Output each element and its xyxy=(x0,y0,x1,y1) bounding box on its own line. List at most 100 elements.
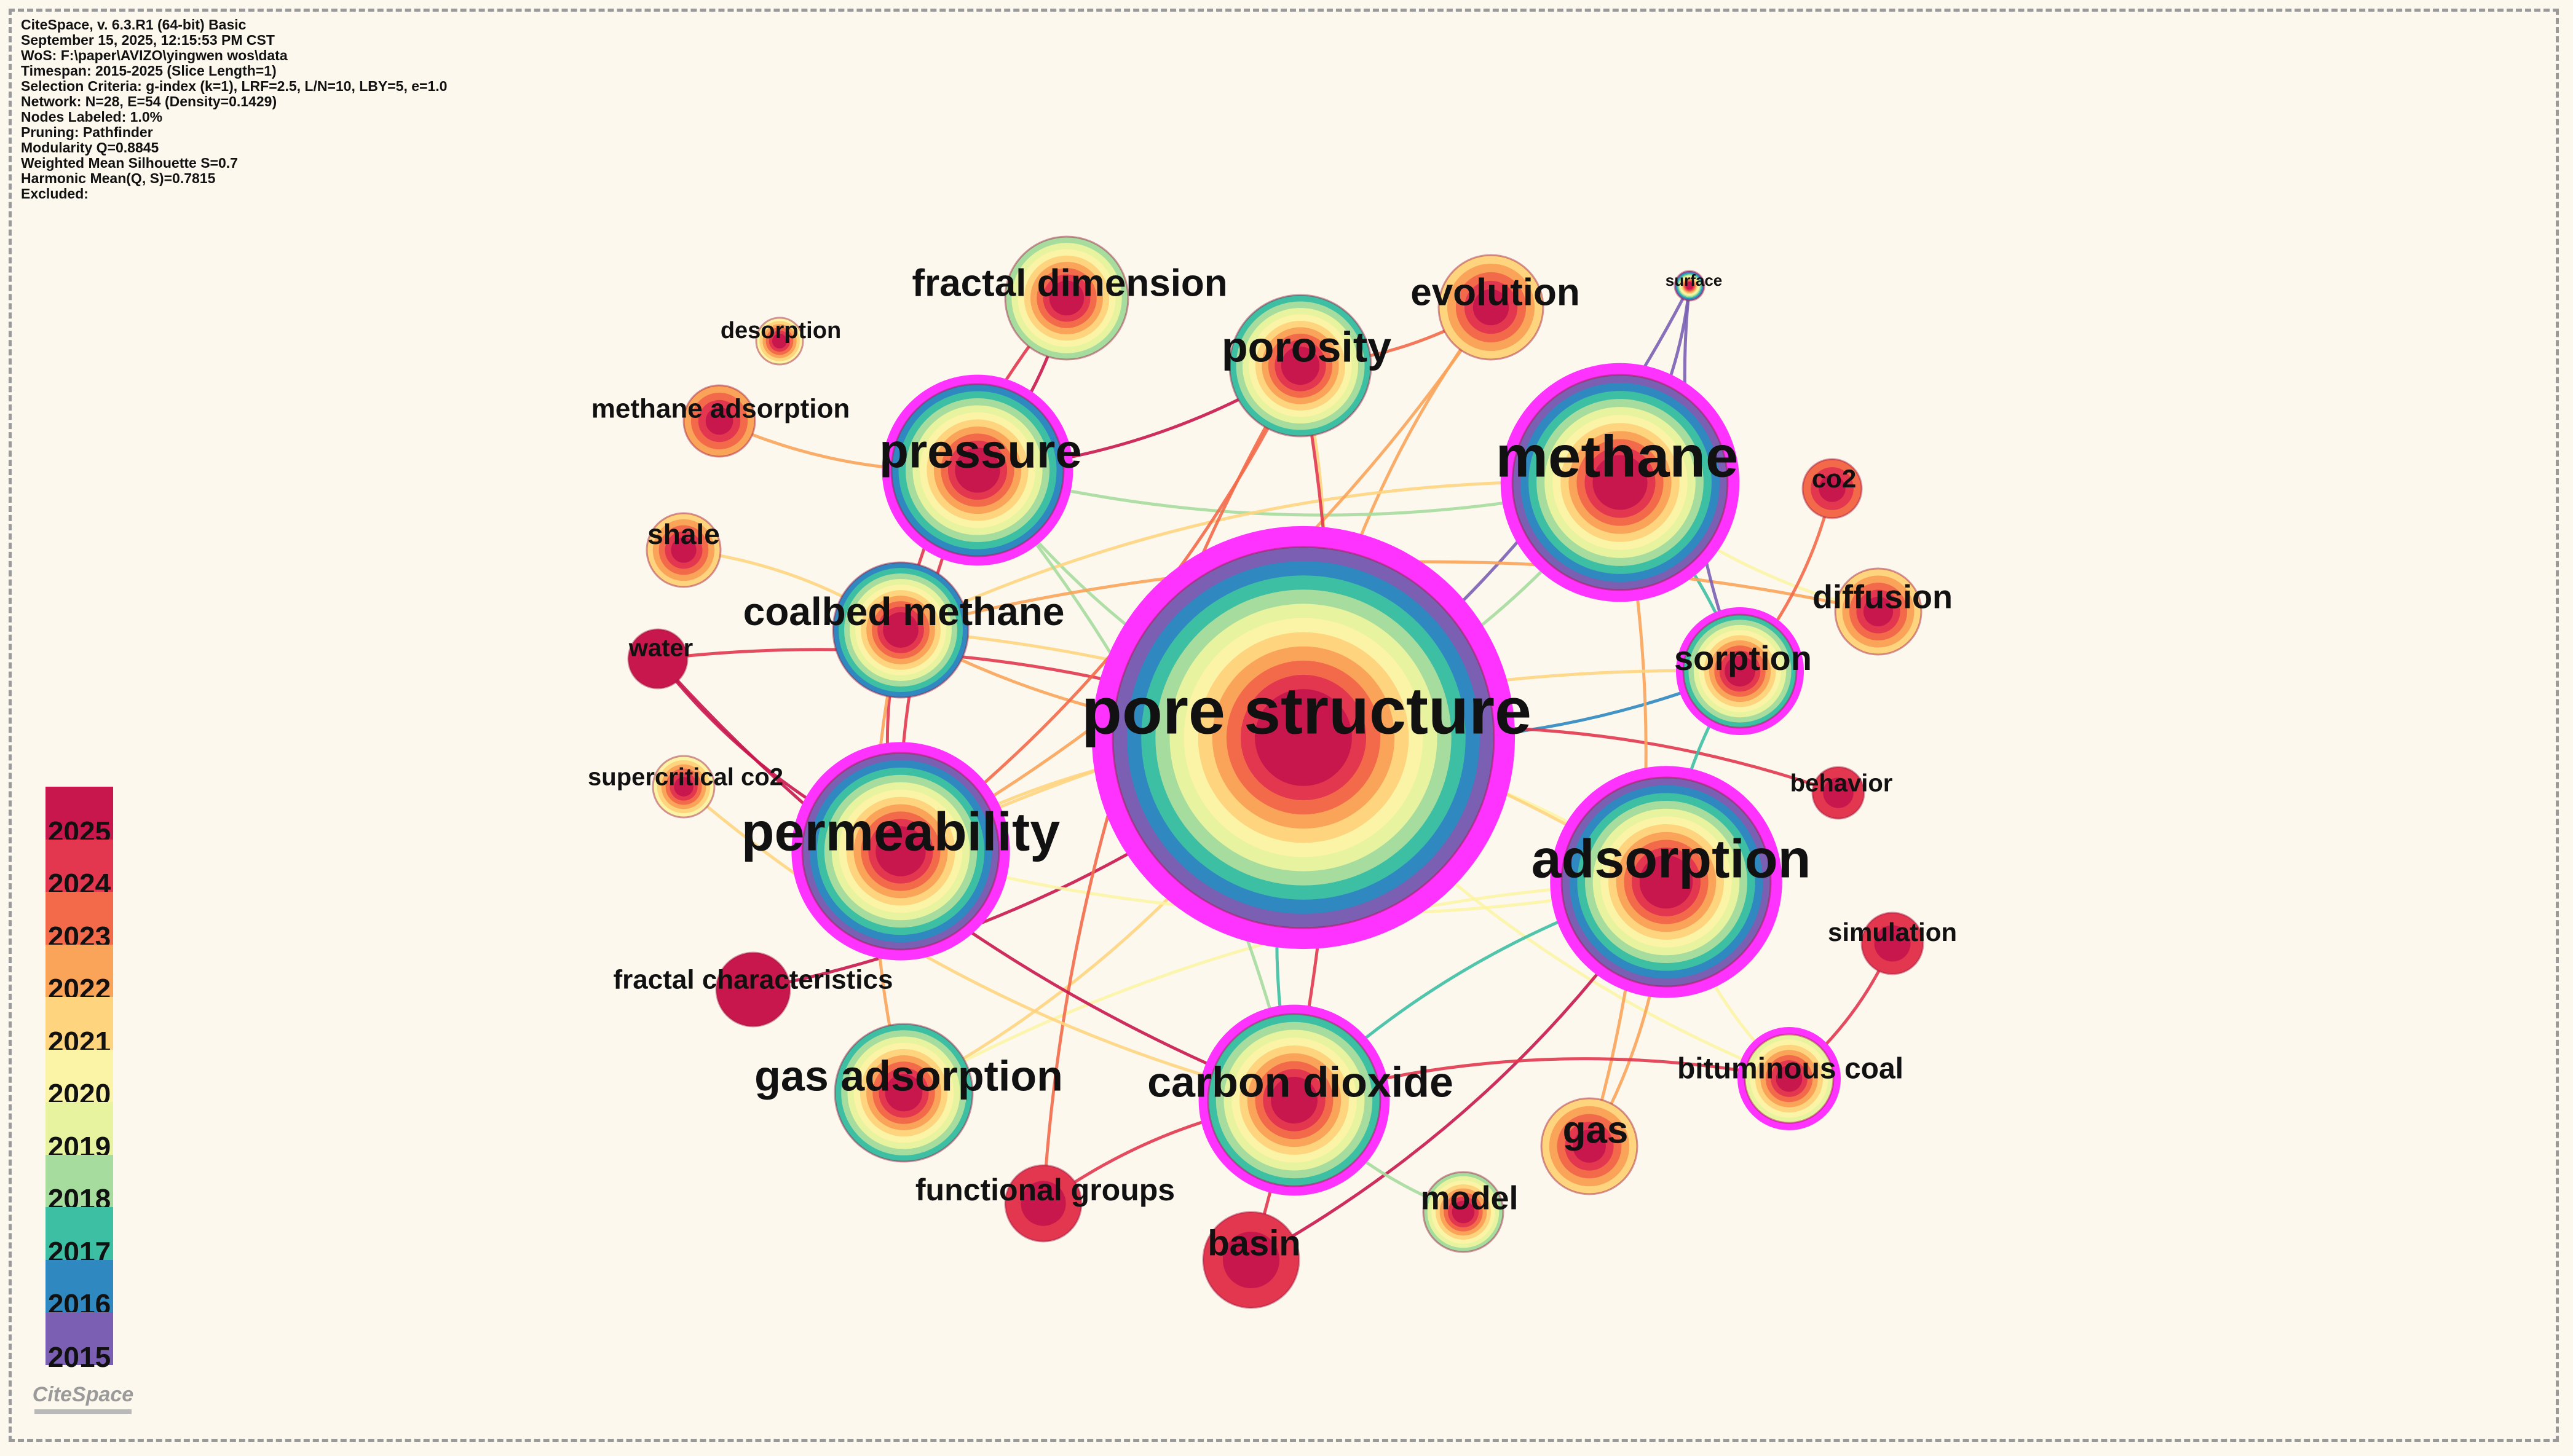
year-ring-2025 xyxy=(1819,475,1846,502)
node-diffusion[interactable] xyxy=(1834,567,1923,656)
year-ring-2025 xyxy=(705,407,733,435)
node-label-pressure: pressure xyxy=(879,424,1082,478)
header-line: Pruning: Pathfinder xyxy=(21,124,153,140)
node-outline xyxy=(1860,911,1924,975)
node-gas[interactable] xyxy=(1540,1097,1638,1195)
year-ring-2025 xyxy=(1271,1077,1318,1123)
year-ring-2025 xyxy=(1863,596,1894,627)
year-ring-2025 xyxy=(1823,777,1854,808)
node-outline xyxy=(715,951,791,1028)
node-label-desorption: desorption xyxy=(721,318,841,344)
node-water[interactable] xyxy=(627,628,689,690)
node-label-functional-groups: functional groups xyxy=(915,1173,1175,1207)
header-line: Selection Criteria: g-index (k=1), LRF=2… xyxy=(21,78,448,94)
node-porosity[interactable] xyxy=(1228,294,1372,438)
node-fractal-characteristics[interactable] xyxy=(715,951,791,1028)
year-ring-2025 xyxy=(1222,1231,1280,1289)
year-ring-2025 xyxy=(1776,1065,1803,1092)
node-fractal-dimension[interactable] xyxy=(1004,235,1129,361)
header-line: Nodes Labeled: 1.0% xyxy=(21,109,163,125)
node-behavior[interactable] xyxy=(1811,766,1865,820)
node-outline xyxy=(832,561,970,699)
node-label-evolution: evolution xyxy=(1410,271,1580,313)
node-label-surface: surface xyxy=(1666,271,1723,289)
node-model[interactable] xyxy=(1422,1171,1504,1253)
year-ring-2025 xyxy=(628,629,687,688)
node-outline xyxy=(652,755,716,819)
legend-swatch-2022: 2022 xyxy=(45,944,113,1005)
node-outline xyxy=(1560,776,1772,988)
node-label-gas: gas xyxy=(1563,1109,1629,1151)
year-ring-2025 xyxy=(1639,855,1693,909)
node-label-fractal-dimension: fractal dimension xyxy=(912,262,1227,304)
legend-swatch-2015: 2015 xyxy=(45,1312,113,1373)
node-outline xyxy=(1801,458,1863,519)
year-ring-2025 xyxy=(772,333,788,349)
node-simulation[interactable] xyxy=(1860,911,1924,975)
header-line: WoS: F:\paper\AVIZO\yingwen wos\data xyxy=(21,47,288,63)
node-surface[interactable] xyxy=(1674,270,1705,302)
network-nodes xyxy=(627,235,1924,1309)
year-ring-2025 xyxy=(1592,455,1648,510)
node-label-supercritical-co2: supercritical co2 xyxy=(588,764,783,791)
node-outline xyxy=(1422,1171,1504,1253)
node-evolution[interactable] xyxy=(1437,254,1544,361)
year-ring-2025 xyxy=(883,612,919,648)
node-outline xyxy=(1437,254,1544,361)
citespace-logo-text: CiteSpace xyxy=(32,1383,134,1406)
node-shale[interactable] xyxy=(646,512,722,588)
node-label-sorption: sorption xyxy=(1674,639,1812,677)
year-ring-2025 xyxy=(1255,689,1352,786)
year-ring-2025 xyxy=(1021,1181,1066,1226)
node-carbon-dioxide[interactable] xyxy=(1198,1004,1390,1196)
year-ring-2025 xyxy=(885,1074,923,1112)
node-label-porosity: porosity xyxy=(1222,323,1391,371)
year-ring-2025 xyxy=(716,953,790,1026)
node-label-model: model xyxy=(1420,1179,1518,1216)
year-ring-2025 xyxy=(671,537,697,563)
node-outline xyxy=(801,752,1000,951)
node-desorption[interactable] xyxy=(755,317,804,366)
node-supercritical-co2[interactable] xyxy=(652,755,716,819)
node-co2[interactable] xyxy=(1801,458,1863,519)
node-adsorption[interactable] xyxy=(1550,766,1782,998)
legend-year-label: 2015 xyxy=(47,1340,111,1373)
node-basin[interactable] xyxy=(1202,1211,1300,1309)
node-label-behavior: behavior xyxy=(1790,770,1893,797)
node-outline xyxy=(1834,567,1923,656)
node-pore-structure[interactable] xyxy=(1091,525,1516,950)
legend-swatch-2018: 2018 xyxy=(45,1154,113,1215)
node-gas-adsorption[interactable] xyxy=(834,1023,974,1163)
node-label-permeability: permeability xyxy=(741,801,1060,862)
legend-swatch-2016: 2016 xyxy=(45,1259,113,1320)
node-coalbed-methane[interactable] xyxy=(832,561,970,699)
node-methane[interactable] xyxy=(1500,363,1740,602)
node-outline xyxy=(1207,1013,1381,1187)
node-outline xyxy=(890,383,1065,557)
year-ring-2025 xyxy=(1281,346,1320,385)
node-outline xyxy=(1112,546,1495,929)
header-line: Network: N=28, E=54 (Density=0.1429) xyxy=(21,93,277,109)
node-label-shale: shale xyxy=(647,518,720,550)
node-bituminous-coal[interactable] xyxy=(1737,1027,1841,1130)
node-pressure[interactable] xyxy=(882,374,1073,566)
node-outline xyxy=(834,1023,974,1163)
node-permeability[interactable] xyxy=(791,742,1010,961)
year-ring-2025 xyxy=(674,777,694,797)
node-outline xyxy=(1744,1033,1835,1124)
header-line: Modularity Q=0.8845 xyxy=(21,140,159,155)
node-outline xyxy=(627,628,689,690)
header-line: Weighted Mean Silhouette S=0.7 xyxy=(21,155,238,171)
legend-swatch-2017: 2017 xyxy=(45,1207,113,1268)
node-sorption[interactable] xyxy=(1676,607,1804,735)
network-edge xyxy=(682,785,1295,1102)
node-methane-adsorption[interactable] xyxy=(682,384,756,458)
node-label-basin: basin xyxy=(1207,1223,1301,1263)
node-label-simulation: simulation xyxy=(1828,918,1957,946)
year-ring-2025 xyxy=(1725,656,1755,687)
node-label-bituminous-coal: bituminous coal xyxy=(1677,1053,1903,1085)
year-ring-2025 xyxy=(1049,280,1085,316)
node-functional-groups[interactable] xyxy=(1004,1164,1083,1243)
node-label-coalbed-methane: coalbed methane xyxy=(743,589,1065,634)
